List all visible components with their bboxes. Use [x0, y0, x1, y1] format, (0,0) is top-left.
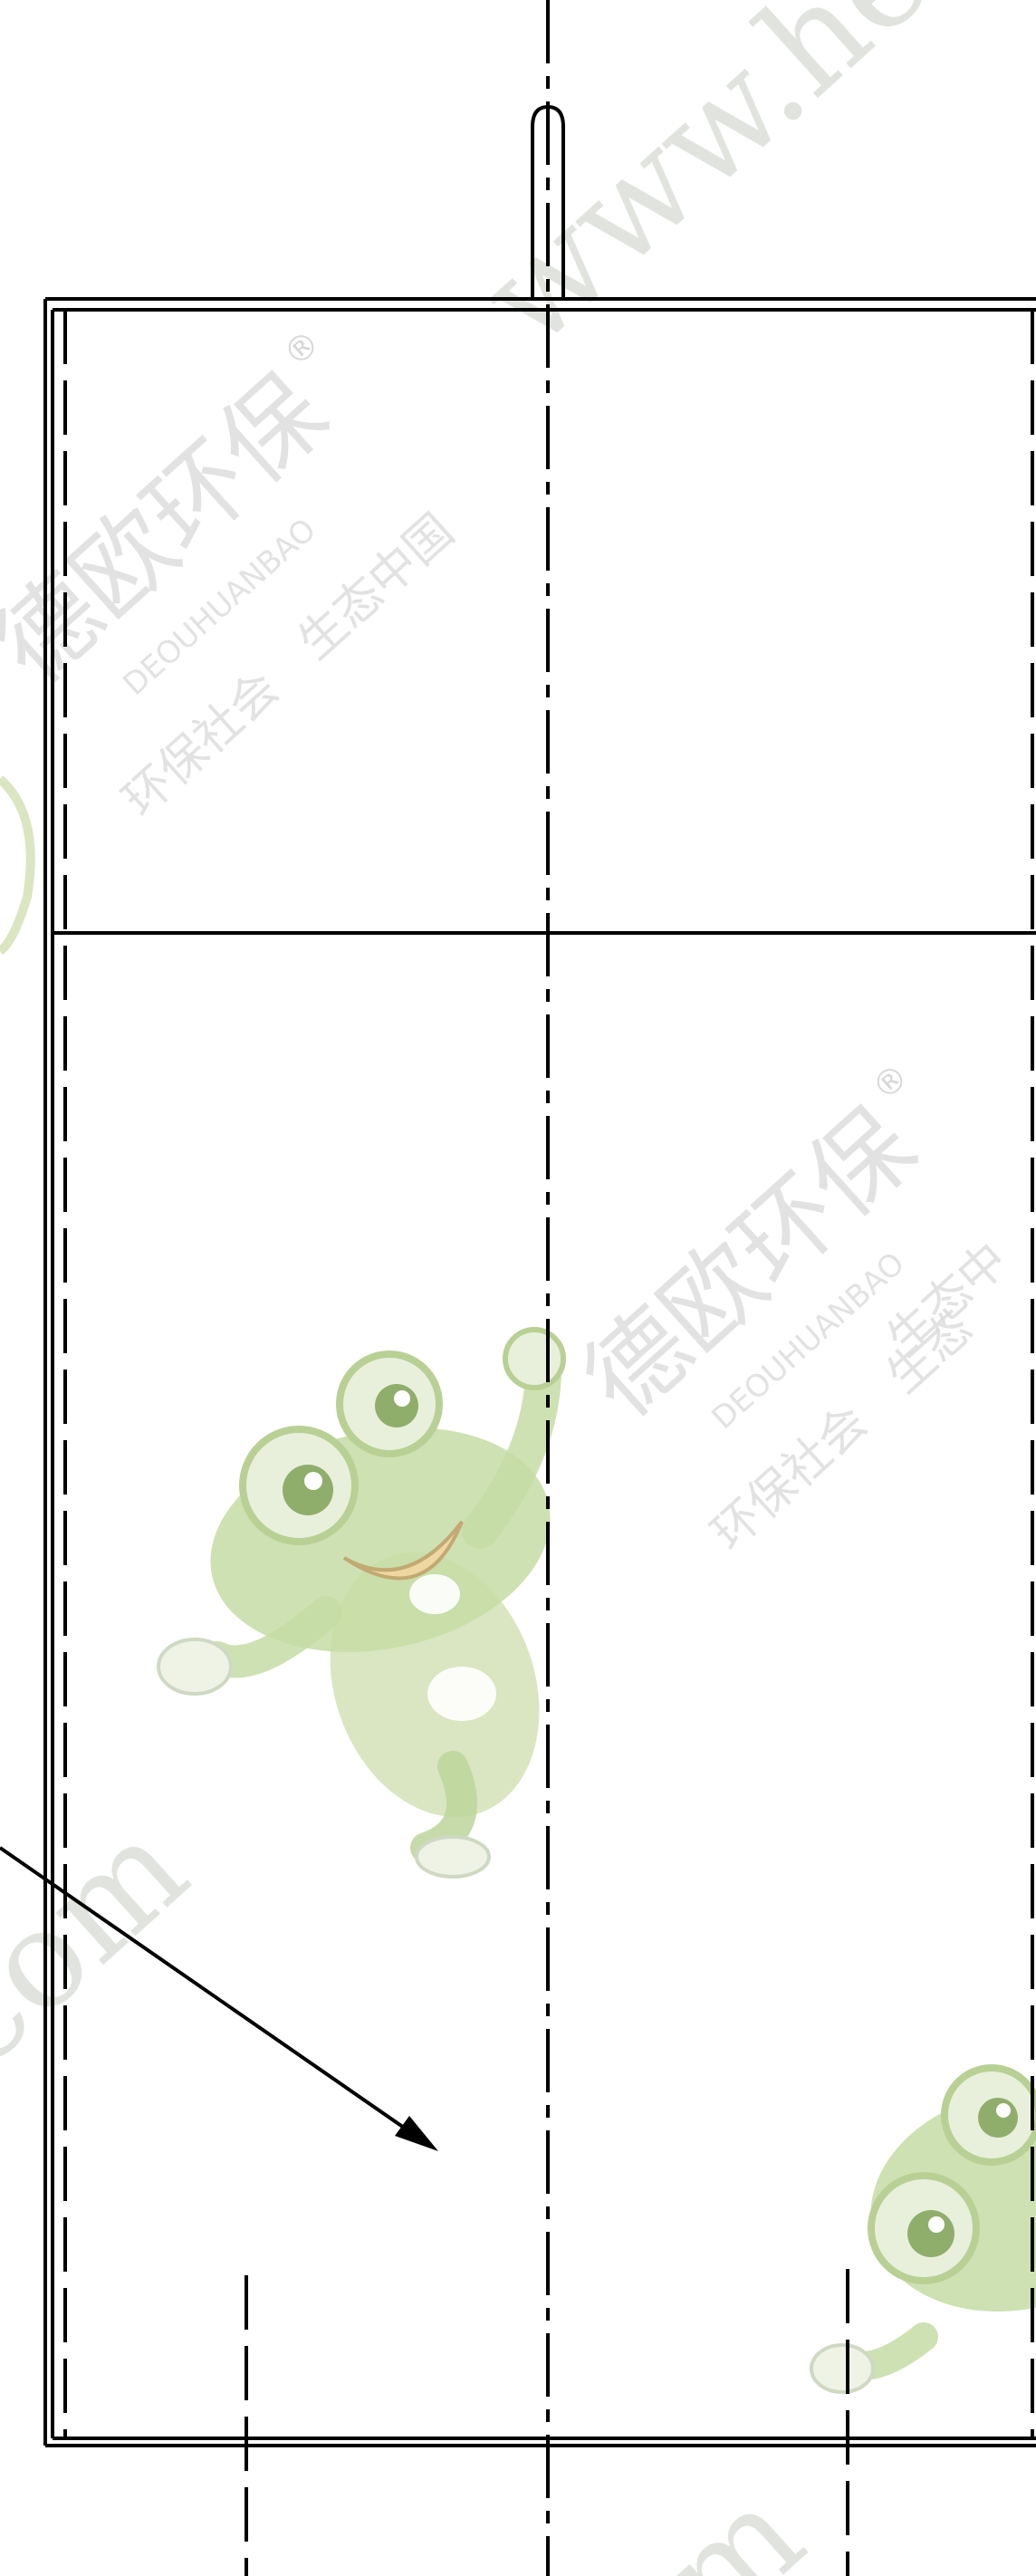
top-pipe [531, 104, 565, 299]
arrow-icon [395, 2116, 438, 2151]
frog-mascot-icon [157, 1327, 566, 1879]
watermark-url-left: com [0, 1790, 216, 2099]
watermark-slogan-right: 生态中国 [288, 504, 465, 670]
watermark-brand-top: 德欧环保 ® DEOUHUANBAO 环保社会 生态中国 [0, 322, 465, 827]
watermark-url-bottom: m [632, 2456, 833, 2576]
frog-mascot-partial-icon [810, 2064, 1036, 2394]
arrow-line [0, 1846, 420, 2139]
watermark-url-top: www.hed [451, 0, 1025, 378]
watermark-registered-mark: ® [275, 322, 328, 374]
watermark-registered-mark: ® [864, 1055, 916, 1108]
frog-fragment-left [0, 775, 35, 956]
